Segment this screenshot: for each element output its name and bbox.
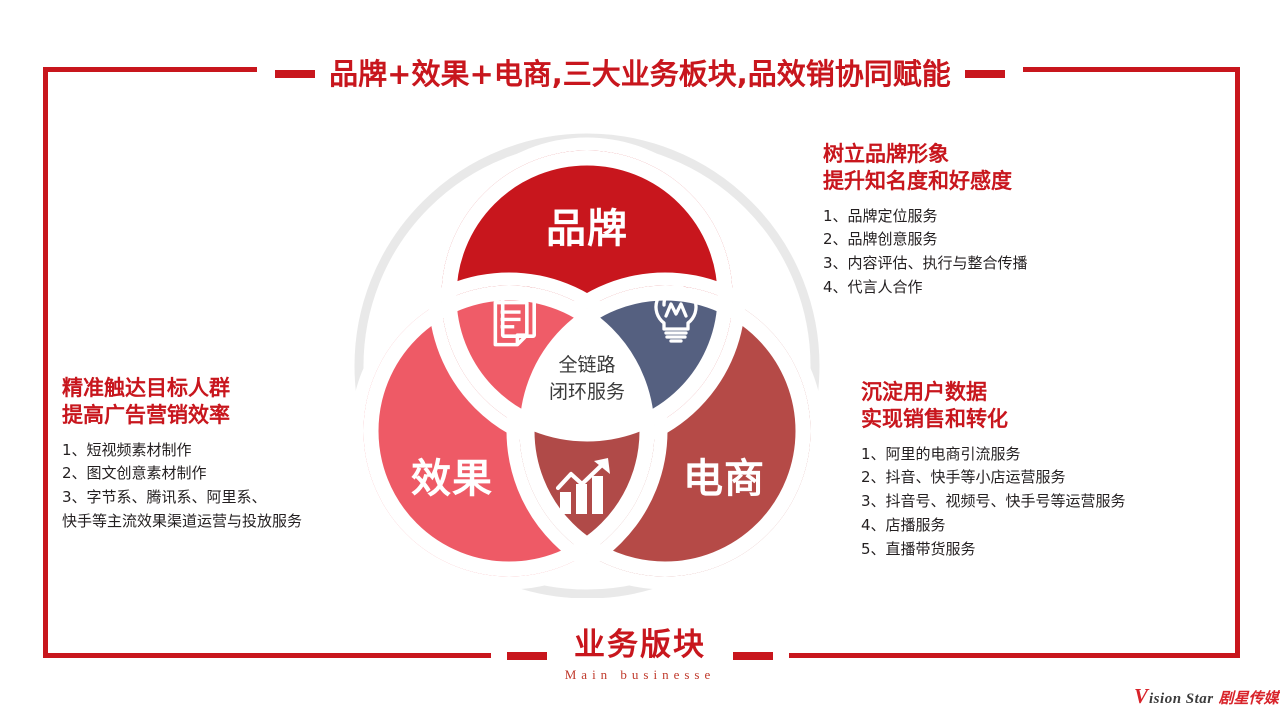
brand-item-list: 1、品牌定位服务 2、品牌创意服务 3、内容评估、执行与整合传播 4、代言人合作 (823, 205, 1028, 300)
ecommerce-heading-line1: 沉淀用户数据 (861, 380, 987, 404)
effect-heading: 精准触达目标人群 提高广告营销效率 (62, 375, 302, 429)
ecommerce-item-list: 1、阿里的电商引流服务 2、抖音、快手等小店运营服务 3、抖音号、视频号、快手号… (861, 443, 1126, 561)
text-block-brand: 树立品牌形象 提升知名度和好感度 1、品牌定位服务 2、品牌创意服务 3、内容评… (823, 141, 1028, 300)
list-item: 3、字节系、腾讯系、阿里系、 (62, 488, 267, 507)
section-title-cn: 业务版块 (574, 627, 706, 663)
list-item: 3、内容评估、执行与整合传播 (823, 254, 1028, 273)
effect-heading-line2: 提高广告营销效率 (62, 402, 230, 427)
list-item: 2、品牌创意服务 (823, 230, 938, 249)
bottom-title-container: 业务版块 Main businesse (0, 628, 1280, 685)
list-item: 1、品牌定位服务 (823, 206, 938, 225)
effect-item-list: 1、短视频素材制作 2、图文创意素材制作 3、字节系、腾讯系、阿里系、 快手等主… (62, 439, 302, 534)
top-title-inner: 品牌+效果+电商,三大业务板块,品效销协同赋能 (257, 56, 1023, 91)
list-item: 1、阿里的电商引流服务 (861, 444, 1021, 463)
list-item: 4、代言人合作 (823, 277, 923, 296)
document-icon (493, 292, 536, 347)
venn-center-region (529, 295, 645, 432)
section-title-en: Main businesse (564, 667, 716, 682)
company-logo: V ision Star 剧星传媒 (1134, 686, 1279, 707)
list-item: 3、抖音号、视频号、快手号等运营服务 (861, 492, 1126, 511)
ecommerce-heading: 沉淀用户数据 实现销售和转化 (861, 379, 1126, 433)
top-title-container: 品牌+效果+电商,三大业务板块,品效销协同赋能 (0, 52, 1280, 96)
list-item: 1、短视频素材制作 (62, 440, 192, 459)
text-block-ecommerce: 沉淀用户数据 实现销售和转化 1、阿里的电商引流服务 2、抖音、快手等小店运营服… (861, 379, 1126, 561)
list-item: 2、图文创意素材制作 (62, 464, 207, 483)
venn-svg (350, 133, 824, 599)
ecommerce-heading-line2: 实现销售和转化 (861, 406, 1008, 431)
brand-heading-line1: 树立品牌形象 (823, 142, 949, 166)
growth-chart-icon (555, 458, 610, 514)
title-dash-right-icon (964, 70, 1005, 78)
logo-name-cn: 剧星传媒 (1218, 689, 1279, 707)
venn-diagram: 品牌 效果 电商 全链路 闭环服务 (350, 128, 824, 599)
lightbulb-icon (654, 285, 698, 343)
brand-heading: 树立品牌形象 提升知名度和好感度 (823, 141, 1028, 195)
list-item: 5、直播带货服务 (861, 539, 976, 558)
list-item: 2、抖音、快手等小店运营服务 (861, 468, 1066, 487)
brand-heading-line2: 提升知名度和好感度 (823, 168, 1012, 193)
bottom-dash-left-icon (506, 651, 547, 660)
bottom-title-inner: 业务版块 Main businesse (490, 627, 790, 685)
logo-name-en: ision Star (1149, 691, 1214, 707)
title-dash-left-icon (275, 70, 316, 78)
bottom-dash-right-icon (733, 651, 774, 660)
bottom-title-text: 业务版块 Main businesse (564, 627, 716, 682)
list-item: 4、店播服务 (861, 515, 946, 534)
list-item: 快手等主流效果渠道运营与投放服务 (62, 511, 303, 530)
text-block-effect: 精准触达目标人群 提高广告营销效率 1、短视频素材制作 2、图文创意素材制作 3… (62, 375, 302, 534)
effect-heading-line1: 精准触达目标人群 (62, 376, 230, 400)
page-title: 品牌+效果+电商,三大业务板块,品效销协同赋能 (329, 56, 951, 91)
logo-initial: V (1134, 684, 1149, 708)
